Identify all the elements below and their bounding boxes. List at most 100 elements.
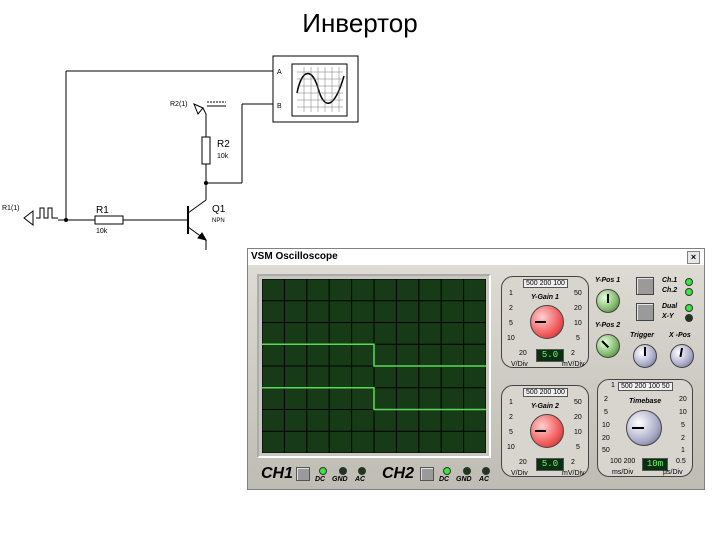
y-gain-2-scale-l3: 10: [507, 444, 515, 451]
y-gain-1-scale-r1: 20: [574, 305, 582, 312]
dual-xy-button[interactable]: [636, 303, 654, 321]
timebase-scale-r3: 2: [681, 435, 685, 442]
ch2-gnd-label: GND: [456, 476, 472, 483]
y-pos-2-knob[interactable]: [596, 334, 620, 358]
junction-input: [64, 218, 68, 222]
timebase-scale-l3: 10: [602, 422, 610, 429]
scope-a-label: A: [277, 69, 282, 76]
timebase-scale-l2: 5: [604, 409, 608, 416]
y-gain-2-left-unit: V/Div: [511, 470, 528, 477]
x-pos-label: X -Pos: [669, 332, 691, 339]
ch2-ac-led[interactable]: [482, 467, 490, 475]
oscilloscope-title: VSM Oscilloscope: [251, 251, 338, 262]
scope-screen: [262, 279, 486, 453]
wire-r2-source: [202, 107, 207, 115]
mode-ch2-led: [685, 288, 693, 296]
y-gain-2-scale-l0: 1: [509, 399, 513, 406]
r2-name-label: R2: [217, 139, 230, 150]
timebase-scale-l5: 50: [602, 447, 610, 454]
oscilloscope-panel: CH1 DC GND AC CH2 DC GND AC 500 200 100 …: [248, 265, 704, 489]
inverter-schematic: R1(1) R1 10k R2(1) R2 10k Q1 NPN A B: [2, 55, 359, 250]
y-gain-1-scale-r0: 50: [574, 290, 582, 297]
close-button[interactable]: ×: [687, 251, 700, 264]
mode-dual-label: Dual: [662, 303, 678, 310]
y-pos-2-label: Y-Pos 2: [595, 322, 621, 329]
ch1-gnd-led[interactable]: [339, 467, 347, 475]
ch1-ac-led[interactable]: [358, 467, 366, 475]
y-gain-2-scale-r4: 2: [571, 459, 575, 466]
scope-screen-frame: [257, 274, 491, 458]
r2-value-label: 10k: [217, 153, 229, 160]
ch1-trace: [262, 343, 486, 367]
ch2-gnd-led[interactable]: [463, 467, 471, 475]
mode-xy-label: X-Y: [662, 313, 674, 320]
ch2-dc-label: DC: [439, 476, 450, 483]
q1-name-label: Q1: [212, 204, 226, 215]
y-pos-1-label: Y-Pos 1: [595, 277, 621, 284]
resistor-r2: [201, 136, 211, 165]
timebase-panel: 500 200 100 50 Timebase 1 2 5 10 20 50 1…: [597, 379, 693, 477]
x-pos-knob-indicator: [679, 347, 683, 358]
y-gain-1-knob[interactable]: [530, 305, 564, 339]
y-gain-2-top-values: 500 200 100: [523, 388, 568, 397]
y-gain-1-title: Y-Gain 1: [531, 294, 559, 301]
timebase-scale-r0: 20: [679, 396, 687, 403]
timebase-scale-l0: 1: [611, 382, 615, 389]
timebase-scale-r4: 1: [681, 447, 685, 454]
y-gain-1-top-values: 500 200 100: [523, 279, 568, 288]
oscilloscope-titlebar[interactable]: VSM Oscilloscope ×: [248, 249, 704, 265]
y-gain-2-scale-l2: 5: [509, 429, 513, 436]
timebase-top-values: 500 200 100 50: [618, 382, 673, 391]
ch1-dc-led[interactable]: [319, 467, 327, 475]
transistor-q1-collector: [187, 199, 207, 214]
y-gain-1-scale-l2: 5: [509, 320, 513, 327]
y-gain-1-scale-r2: 10: [574, 320, 582, 327]
mode-ch1-label: Ch.1: [662, 277, 678, 284]
timebase-left-unit: ms/Div: [612, 469, 634, 476]
trigger-label: Trigger: [630, 332, 654, 339]
mode-dual-led: [685, 304, 693, 312]
timebase-scale-r1: 10: [679, 409, 687, 416]
ch1-ac-label: AC: [355, 476, 366, 483]
r1-value-label: 10k: [96, 228, 108, 235]
resistor-r1: [94, 215, 124, 225]
scope-symbol-screen: [291, 63, 348, 117]
q1-type-label: NPN: [212, 218, 225, 224]
timebase-knob[interactable]: [626, 410, 662, 446]
y-gain-2-scale-r3: 5: [576, 444, 580, 451]
timebase-bottom-left: 100 200: [610, 458, 636, 465]
y-gain-1-scale-l1: 2: [509, 305, 513, 312]
timebase-right-unit: µs/Div: [663, 469, 683, 476]
emitter-arrow-icon: [197, 232, 208, 241]
y-gain-2-right-unit: mV/Div: [562, 470, 585, 477]
ch1-label: CH1: [261, 465, 294, 482]
ch2-dc-led[interactable]: [443, 467, 451, 475]
y-gain-2-scale-r2: 10: [574, 429, 582, 436]
y-pos-1-knob[interactable]: [596, 289, 620, 313]
trigger-knob[interactable]: [633, 344, 657, 368]
ch2-ac-label: AC: [479, 476, 490, 483]
pulse-waveform-icon: [36, 207, 58, 219]
ch2-coupling-button[interactable]: [420, 467, 434, 481]
y-gain-1-readout: 5.0: [536, 349, 564, 362]
y-gain-1-scale-r3: 5: [576, 335, 580, 342]
y-pos-2-knob-indicator: [601, 340, 610, 349]
ch1-dc-label: DC: [315, 476, 326, 483]
ch1-coupling-button[interactable]: [296, 467, 310, 481]
x-pos-knob[interactable]: [670, 344, 694, 368]
y-gain-1-knob-indicator: [535, 321, 546, 323]
y-gain-2-panel: 500 200 100 Y-Gain 2 1 2 5 10 20 50 20 1…: [501, 385, 589, 477]
timebase-scale-l4: 20: [602, 435, 610, 442]
y-gain-2-knob-indicator: [535, 430, 546, 432]
scope-b-label: B: [277, 103, 282, 110]
y-gain-1-scale-r4: 2: [571, 350, 575, 357]
y-gain-2-knob[interactable]: [530, 414, 564, 448]
timebase-scale-r2: 5: [681, 422, 685, 429]
trigger-knob-indicator: [644, 347, 646, 356]
y-gain-2-readout: 5.0: [536, 458, 564, 471]
r1-generator-icon: [23, 209, 34, 227]
channel-select-button[interactable]: [636, 277, 654, 295]
junction-output: [204, 181, 208, 185]
mode-ch2-label: Ch.2: [662, 287, 678, 294]
oscilloscope-symbol: [272, 55, 359, 123]
